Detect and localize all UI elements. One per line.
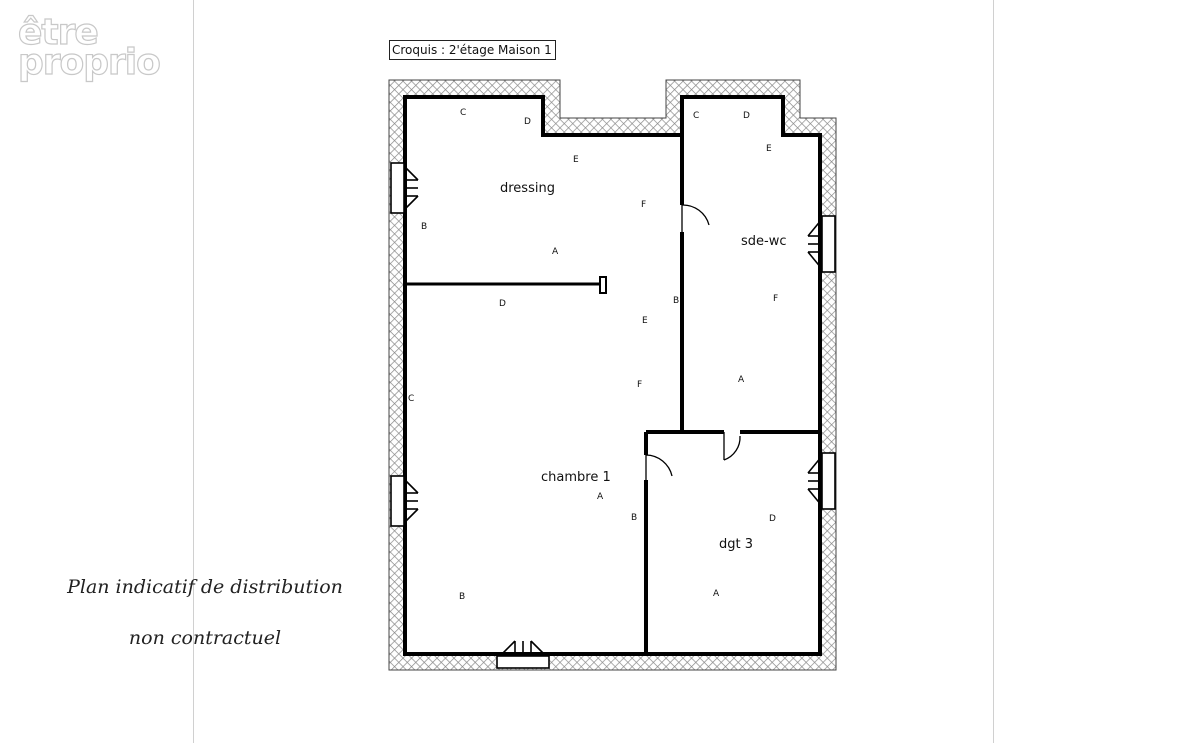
partition-end-cap: [599, 276, 607, 294]
plan-title: Croquis : 2'étage Maison 1: [389, 40, 556, 60]
etre-proprio-logo: être proprio: [17, 12, 161, 83]
right-margin-line: [993, 0, 994, 743]
wall-letter: D: [769, 514, 776, 524]
wall-letter: D: [499, 299, 506, 309]
wall-letter: B: [459, 592, 465, 602]
wall-letter: C: [460, 108, 466, 118]
room-label-sde-wc: sde-wc: [741, 234, 787, 249]
door-dgt-top: [723, 432, 741, 461]
logo-line-1: être: [17, 12, 99, 53]
wall-letter: A: [597, 492, 604, 502]
wall-letter: E: [766, 144, 772, 154]
window-chambre-bottom: [496, 640, 550, 669]
logo-line-2: proprio: [17, 42, 161, 83]
wall-letter: A: [713, 589, 720, 599]
wall-letter: F: [773, 294, 778, 304]
wall-letter: E: [642, 316, 648, 326]
left-margin-line: [193, 0, 194, 743]
door-chambre: [645, 454, 673, 480]
disclaimer-line-1: Plan indicatif de distribution: [67, 576, 343, 598]
wall-letter: C: [693, 111, 699, 121]
wall-letter: F: [641, 200, 646, 210]
door-sdewc: [681, 204, 710, 232]
room-label-dressing: dressing: [500, 181, 555, 196]
wall-letter: B: [631, 513, 637, 523]
wall-letter: B: [673, 296, 679, 306]
wall-letter: E: [573, 155, 579, 165]
window-dressing-left: [390, 162, 419, 214]
wall-letter: D: [743, 111, 750, 121]
wall-letter: A: [552, 247, 559, 257]
interior-wall-outline: [403, 95, 822, 656]
wall-letter: D: [524, 117, 531, 127]
disclaimer-line-2: non contractuel: [128, 627, 282, 649]
wall-letter: C: [408, 394, 414, 404]
window-sdewc-right: [807, 215, 836, 273]
window-chambre-left: [390, 475, 419, 527]
wall-letter: F: [637, 380, 642, 390]
window-dgt-right: [807, 452, 836, 510]
wall-letter: B: [421, 222, 427, 232]
wall-letter: A: [738, 375, 745, 385]
room-label-chambre: chambre 1: [541, 470, 611, 485]
room-label-dgt: dgt 3: [719, 537, 753, 552]
